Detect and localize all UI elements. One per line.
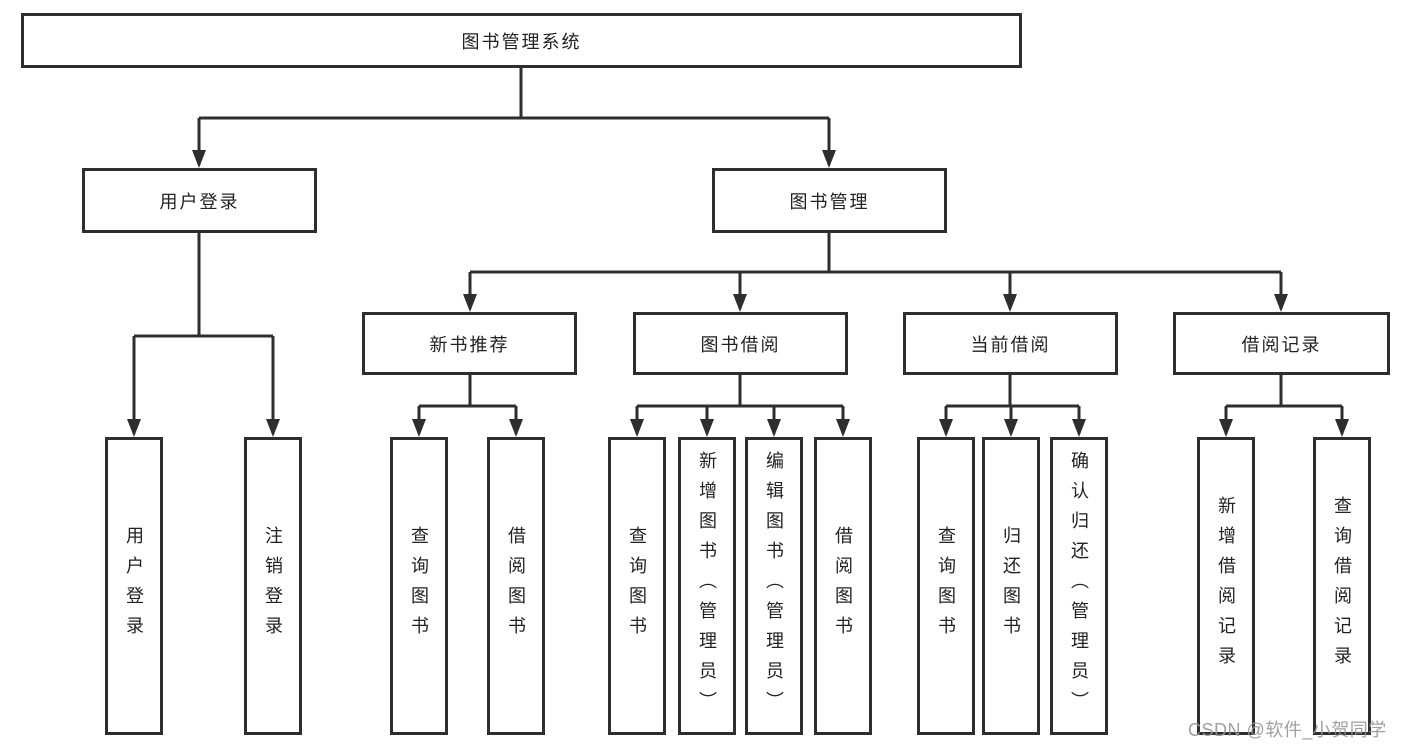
node-leaf-current-query: 查询图书 [917, 437, 975, 735]
node-current-borrow-label: 当前借阅 [970, 334, 1051, 355]
node-leaf-records-add: 新增借阅记录 [1197, 437, 1255, 735]
node-leaf-bookborrow-query: 查询图书 [608, 437, 666, 735]
node-leaf-logout: 注销登录 [244, 437, 302, 735]
node-book-borrow-label: 图书借阅 [700, 334, 781, 355]
node-leaf-bookborrow-borrow: 借阅图书 [814, 437, 872, 735]
connector-path [132, 66, 1344, 434]
node-book-management: 图书管理 [712, 168, 947, 233]
node-borrow-records: 借阅记录 [1173, 312, 1390, 375]
node-current-borrow: 当前借阅 [903, 312, 1118, 375]
node-leaf-records-query: 查询借阅记录 [1313, 437, 1371, 735]
node-new-book-recommend: 新书推荐 [362, 312, 577, 375]
node-book-management-label: 图书管理 [789, 191, 870, 212]
node-leaf-current-return: 归还图书 [982, 437, 1040, 735]
node-leaf-newbooks-borrow: 借阅图书 [487, 437, 545, 735]
watermark: CSDN @软件_小贺同学 [1188, 720, 1387, 740]
node-leaf-user-login: 用户登录 [105, 437, 163, 735]
node-leaf-newbooks-query: 查询图书 [390, 437, 448, 735]
node-leaf-bookborrow-add: 新增图书（管理员） [678, 437, 736, 735]
node-borrow-records-label: 借阅记录 [1241, 334, 1322, 355]
node-root: 图书管理系统 [21, 13, 1022, 68]
node-root-label: 图书管理系统 [461, 31, 582, 52]
node-user-login: 用户登录 [82, 168, 317, 233]
node-leaf-current-confirm: 确认归还（管理员） [1050, 437, 1108, 735]
node-leaf-bookborrow-edit: 编辑图书（管理员） [745, 437, 803, 735]
node-user-login-label: 用户登录 [159, 191, 240, 212]
node-new-book-recommend-label: 新书推荐 [429, 334, 510, 355]
node-book-borrow: 图书借阅 [633, 312, 848, 375]
